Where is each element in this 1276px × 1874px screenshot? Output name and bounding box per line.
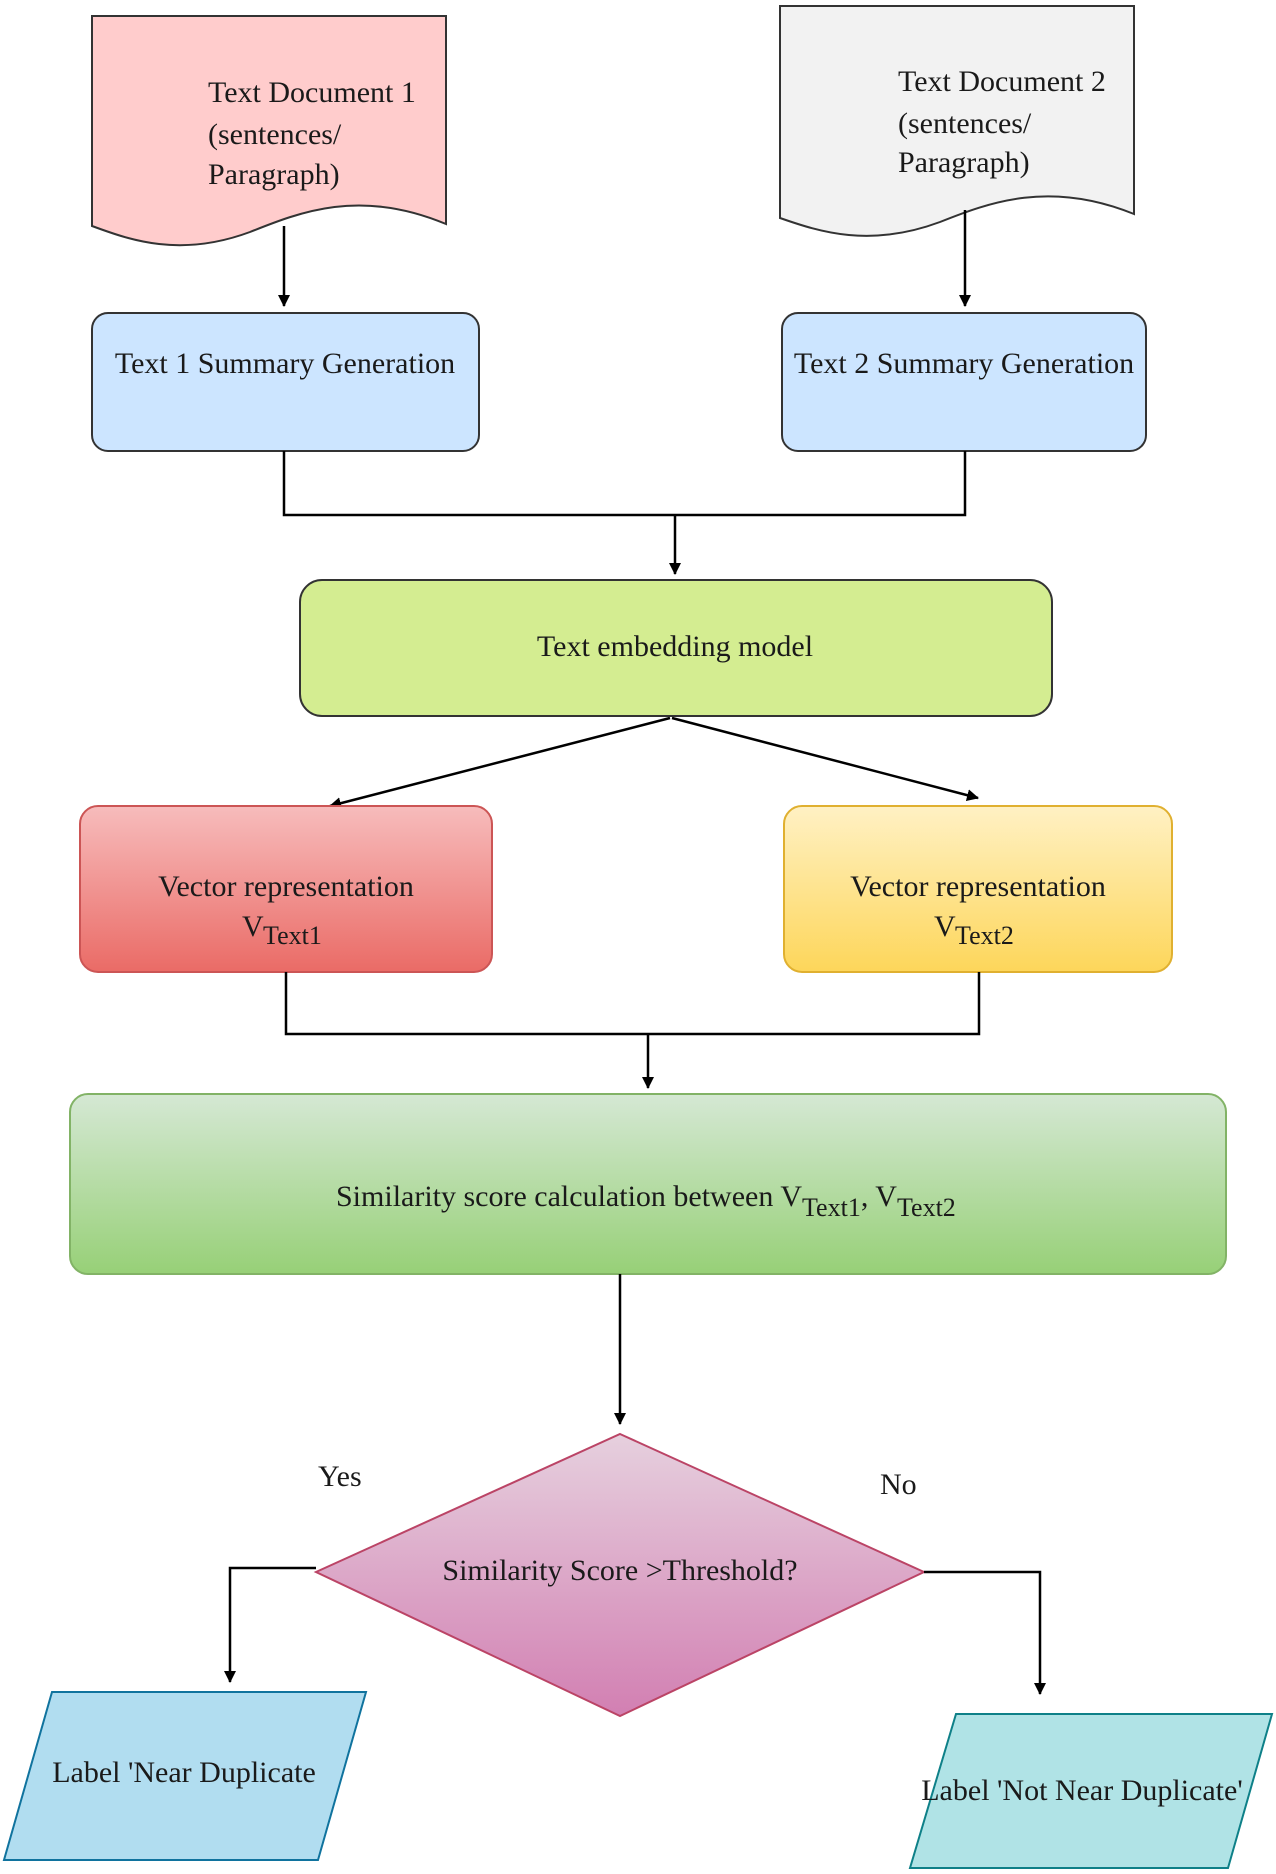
decision-diamond bbox=[313, 1432, 927, 1718]
document-2-line3: Paragraph) bbox=[898, 146, 1030, 179]
summary-1-box bbox=[91, 312, 480, 452]
arrow-decision-to-yes-output bbox=[224, 1566, 316, 1683]
similarity-prefix: Similarity score calculation between bbox=[336, 1180, 780, 1213]
document-1-line2: (sentences/ bbox=[208, 118, 342, 151]
embedding-label: Text embedding model bbox=[537, 630, 813, 663]
similarity-label: Similarity score calculation between VTe… bbox=[336, 1180, 956, 1222]
document-2-node: Text Document 2 (sentences/ Paragraph) bbox=[779, 5, 1135, 237]
output-yes-node: Label 'Near Duplicate bbox=[2, 1691, 368, 1861]
vector-2-subscript: Text2 bbox=[955, 921, 1014, 950]
document-2-line1: Text Document 2 bbox=[898, 65, 1106, 98]
summary-2-label: Text 2 Summary Generation bbox=[794, 347, 1134, 380]
embedding-node: Text embedding model bbox=[299, 579, 1053, 717]
yes-label: Yes bbox=[318, 1460, 362, 1493]
document-2-shape bbox=[779, 5, 1135, 237]
vector-2-title: Vector representation bbox=[850, 870, 1106, 903]
document-2-line2: (sentences/ bbox=[898, 107, 1032, 140]
connector-summaries-merge bbox=[282, 451, 967, 517]
arrow-decision-to-no-output bbox=[924, 1570, 1046, 1695]
similarity-separator: , bbox=[861, 1180, 875, 1213]
arrow-embedding-to-vector2 bbox=[671, 716, 979, 802]
summary-2-node: Text 2 Summary Generation bbox=[781, 312, 1147, 452]
vector-1-symbol: V bbox=[242, 910, 264, 943]
output-yes-shape bbox=[2, 1691, 368, 1861]
vector-2-node: Vector representation V Text2 bbox=[783, 805, 1173, 973]
similarity-sub-2: Text2 bbox=[897, 1193, 956, 1222]
summary-1-label: Text 1 Summary Generation bbox=[115, 347, 455, 380]
vector-1-subscript: Text1 bbox=[263, 921, 322, 950]
output-no-label: Label 'Not Near Duplicate' bbox=[921, 1774, 1243, 1807]
summary-2-box bbox=[781, 312, 1147, 452]
similarity-symbol-1: V bbox=[780, 1180, 802, 1213]
similarity-symbol-2: V bbox=[875, 1180, 897, 1213]
connector-vectors-merge bbox=[284, 972, 981, 1036]
document-1-shape bbox=[91, 15, 447, 247]
similarity-sub-1: Text1 bbox=[802, 1193, 861, 1222]
similarity-box bbox=[69, 1093, 1227, 1275]
summary-1-node: Text 1 Summary Generation bbox=[91, 312, 480, 452]
output-no-node: Label 'Not Near Duplicate' bbox=[908, 1713, 1274, 1869]
arrow-embedding-to-vector1 bbox=[329, 716, 671, 810]
no-label: No bbox=[880, 1468, 917, 1501]
embedding-box bbox=[299, 579, 1053, 717]
decision-node: Similarity Score >Threshold? bbox=[313, 1432, 927, 1718]
output-no-shape bbox=[908, 1713, 1274, 1869]
document-1-node: Text Document 1 (sentences/ Paragraph) bbox=[91, 15, 447, 247]
similarity-node: Similarity score calculation between VTe… bbox=[69, 1093, 1227, 1275]
output-yes-label: Label 'Near Duplicate bbox=[52, 1756, 316, 1789]
vector-1-node: Vector representation V Text1 bbox=[79, 805, 493, 973]
decision-label: Similarity Score >Threshold? bbox=[442, 1554, 797, 1587]
document-1-line1: Text Document 1 bbox=[208, 76, 416, 109]
vector-1-title: Vector representation bbox=[158, 870, 414, 903]
document-1-line3: Paragraph) bbox=[208, 158, 340, 191]
vector-2-symbol: V bbox=[934, 910, 956, 943]
